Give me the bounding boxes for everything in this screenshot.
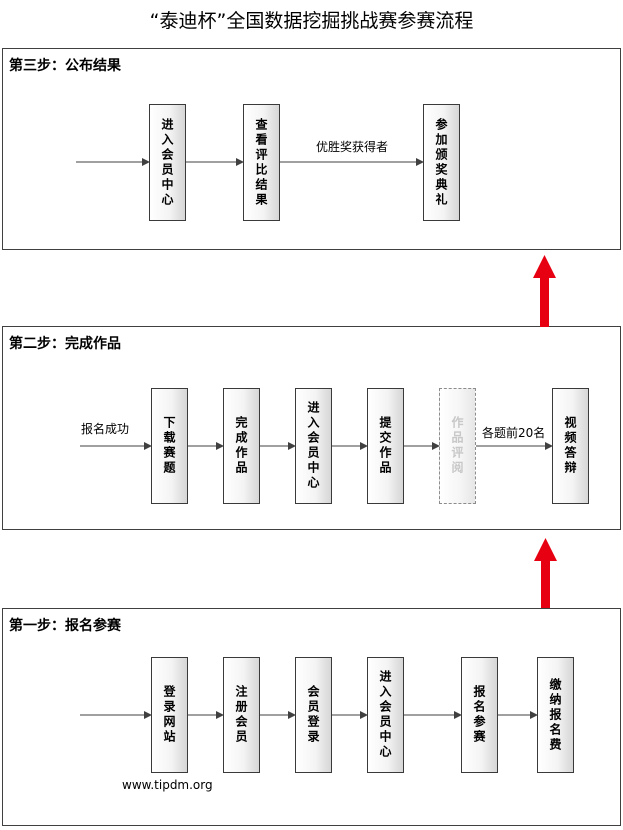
step3-node-view-results: 查看评比结果 [243, 104, 280, 221]
step1-node-signup: 报名参赛 [461, 657, 498, 773]
step2-node-complete: 完成作品 [223, 388, 260, 504]
step1-node-pay-fee: 缴纳报名费 [537, 657, 574, 773]
step3-node-member-center: 进入会员中心 [149, 104, 186, 221]
step2-node-member-center: 进入会员中心 [295, 388, 332, 504]
step2-node-submit: 提交作品 [367, 388, 404, 504]
step3-panel: 第三步：公布结果 [2, 48, 621, 250]
flow-arrow-step2-to-step3 [533, 255, 556, 327]
flow-arrow-step1-to-step2 [534, 538, 557, 608]
website-url: www.tipdm.org [122, 778, 213, 792]
diagram-title: “泰迪杯”全国数据挖掘挑战赛参赛流程 [149, 10, 474, 32]
step2-entry-label: 报名成功 [81, 422, 130, 436]
step3-label: 第三步：公布结果 [9, 58, 121, 74]
step1-label: 第一步：报名参赛 [9, 618, 121, 634]
step3-node-award-ceremony: 参加颁奖典礼 [423, 104, 460, 221]
step2-label: 第二步：完成作品 [9, 336, 121, 352]
step1-node-login-site: 登录网站 [151, 657, 188, 773]
step1-node-member-center: 进入会员中心 [367, 657, 404, 773]
step2-node-review: 作品评阅 [439, 388, 476, 504]
step2-node-video-defense: 视频答辩 [552, 388, 589, 504]
step2-edge-label-top20: 各题前20名 [482, 426, 546, 440]
step3-edge-label-winners: 优胜奖获得者 [316, 140, 389, 154]
step2-node-download: 下载赛题 [151, 388, 188, 504]
